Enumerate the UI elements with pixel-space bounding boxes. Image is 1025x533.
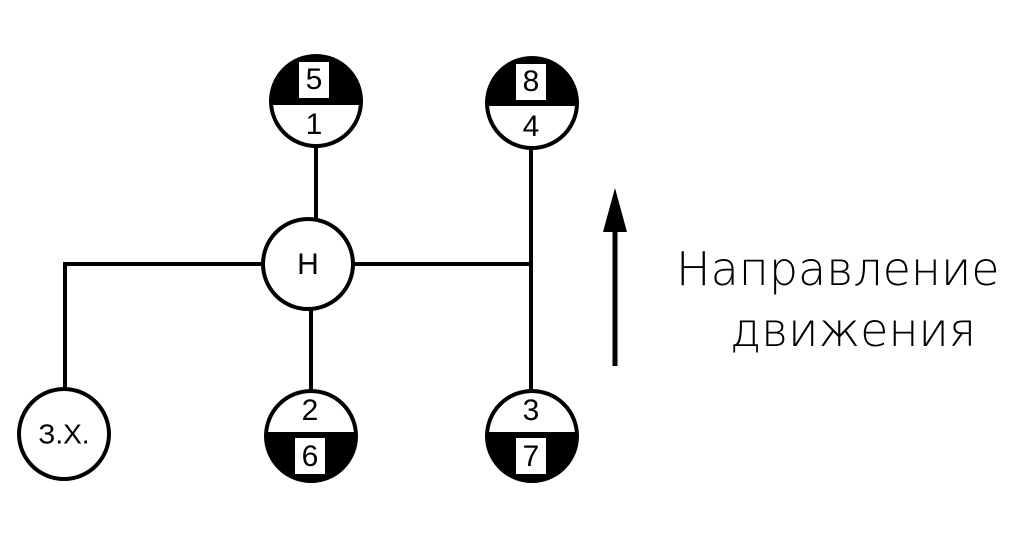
- gear-node-8-4-top-box: [516, 64, 546, 100]
- gear-node-3-7-circle: [485, 389, 579, 483]
- neutral-circle: [261, 217, 355, 311]
- gear-node-8-4-top: 8: [523, 65, 540, 98]
- gear-node-5-1-top: 5: [306, 63, 323, 96]
- gear-node-3-7: 3 7: [485, 389, 579, 483]
- direction-caption-line1: Направление: [676, 242, 1000, 296]
- direction-caption-line2: движения: [730, 303, 976, 357]
- gear-node-3-7-bottom: 7: [523, 440, 540, 473]
- gear-node-2-6-bottom-box: [295, 438, 325, 474]
- gear-node-3-7-top: 3: [523, 394, 540, 427]
- reverse-label: З.Х.: [38, 418, 89, 449]
- gear-node-5-1-bottom: 1: [306, 108, 323, 141]
- arrow-up-icon: [603, 188, 627, 366]
- gear-node-5-1-circle: [269, 54, 363, 148]
- gear-node-3-7-bottom-box: [516, 438, 546, 474]
- gear-node-2-6: 2 6: [264, 389, 358, 483]
- neutral-label: Н: [297, 248, 319, 281]
- reverse-position: З.Х.: [17, 387, 111, 481]
- reverse-circle: [17, 387, 111, 481]
- gear-node-2-6-top: 2: [302, 394, 319, 427]
- shift-gate-lines: [63, 144, 533, 393]
- gear-node-5-1-top-box: [299, 62, 329, 98]
- neutral-position: Н: [261, 217, 355, 311]
- gear-node-2-6-bottom: 6: [302, 440, 319, 473]
- gear-node-8-4: 8 4: [485, 56, 579, 150]
- gear-node-8-4-bottom: 4: [523, 110, 540, 143]
- gear-node-2-6-circle: [264, 389, 358, 483]
- gear-node-5-1: 5 1: [269, 54, 363, 148]
- gear-node-8-4-circle: [485, 56, 579, 150]
